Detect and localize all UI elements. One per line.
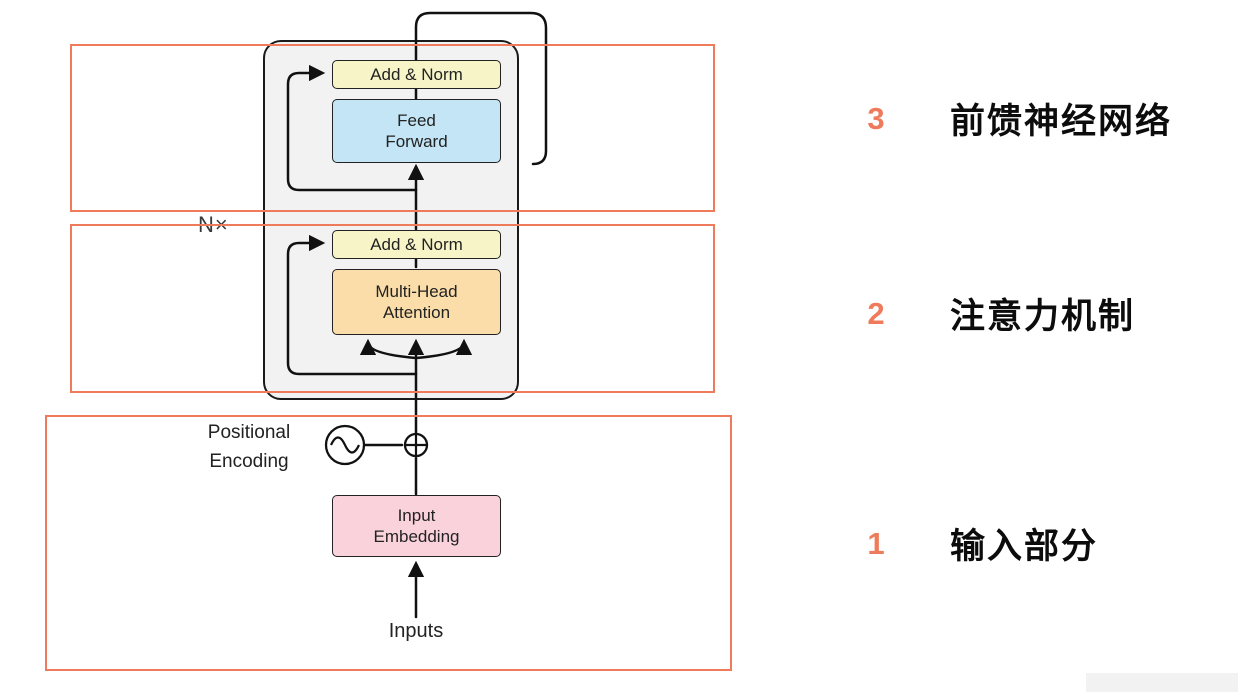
add-norm-top-box: Add & Norm <box>332 60 501 89</box>
annotation-number: 3 <box>867 100 885 136</box>
positional-encoding-icon <box>324 424 366 466</box>
annotation-row-1: 1 输入部分 <box>860 518 1098 569</box>
mha-left-input-arrow <box>359 338 418 360</box>
annotation-row-2: 2 注意力机制 <box>860 288 1135 339</box>
encoder-output-loop-line <box>414 11 548 166</box>
annotation-label: 注意力机制 <box>950 297 1136 336</box>
annotation-number: 2 <box>867 295 885 331</box>
annotation-label: 前馈神经网络 <box>950 102 1173 141</box>
add-norm-bottom-box: Add & Norm <box>332 230 501 259</box>
mha-residual-arrow <box>286 234 418 376</box>
annotation-label: 输入部分 <box>950 527 1099 566</box>
n-times-label: N× <box>198 212 229 237</box>
inputs-label: Inputs <box>388 620 444 642</box>
watermark-area <box>1086 673 1238 692</box>
mha-right-input-arrow <box>414 338 473 360</box>
add-circle-icon <box>403 432 429 458</box>
ff-residual-arrow <box>286 64 418 192</box>
multi-head-attention-box: Multi-Head Attention <box>332 269 501 335</box>
positional-encoding-label: Positional Encoding <box>207 422 291 473</box>
feed-forward-box: Feed Forward <box>332 99 501 163</box>
annotation-number: 1 <box>867 525 885 561</box>
annotation-row-3: 3 前馈神经网络 <box>860 93 1172 144</box>
input-embedding-box: Input Embedding <box>332 495 501 557</box>
